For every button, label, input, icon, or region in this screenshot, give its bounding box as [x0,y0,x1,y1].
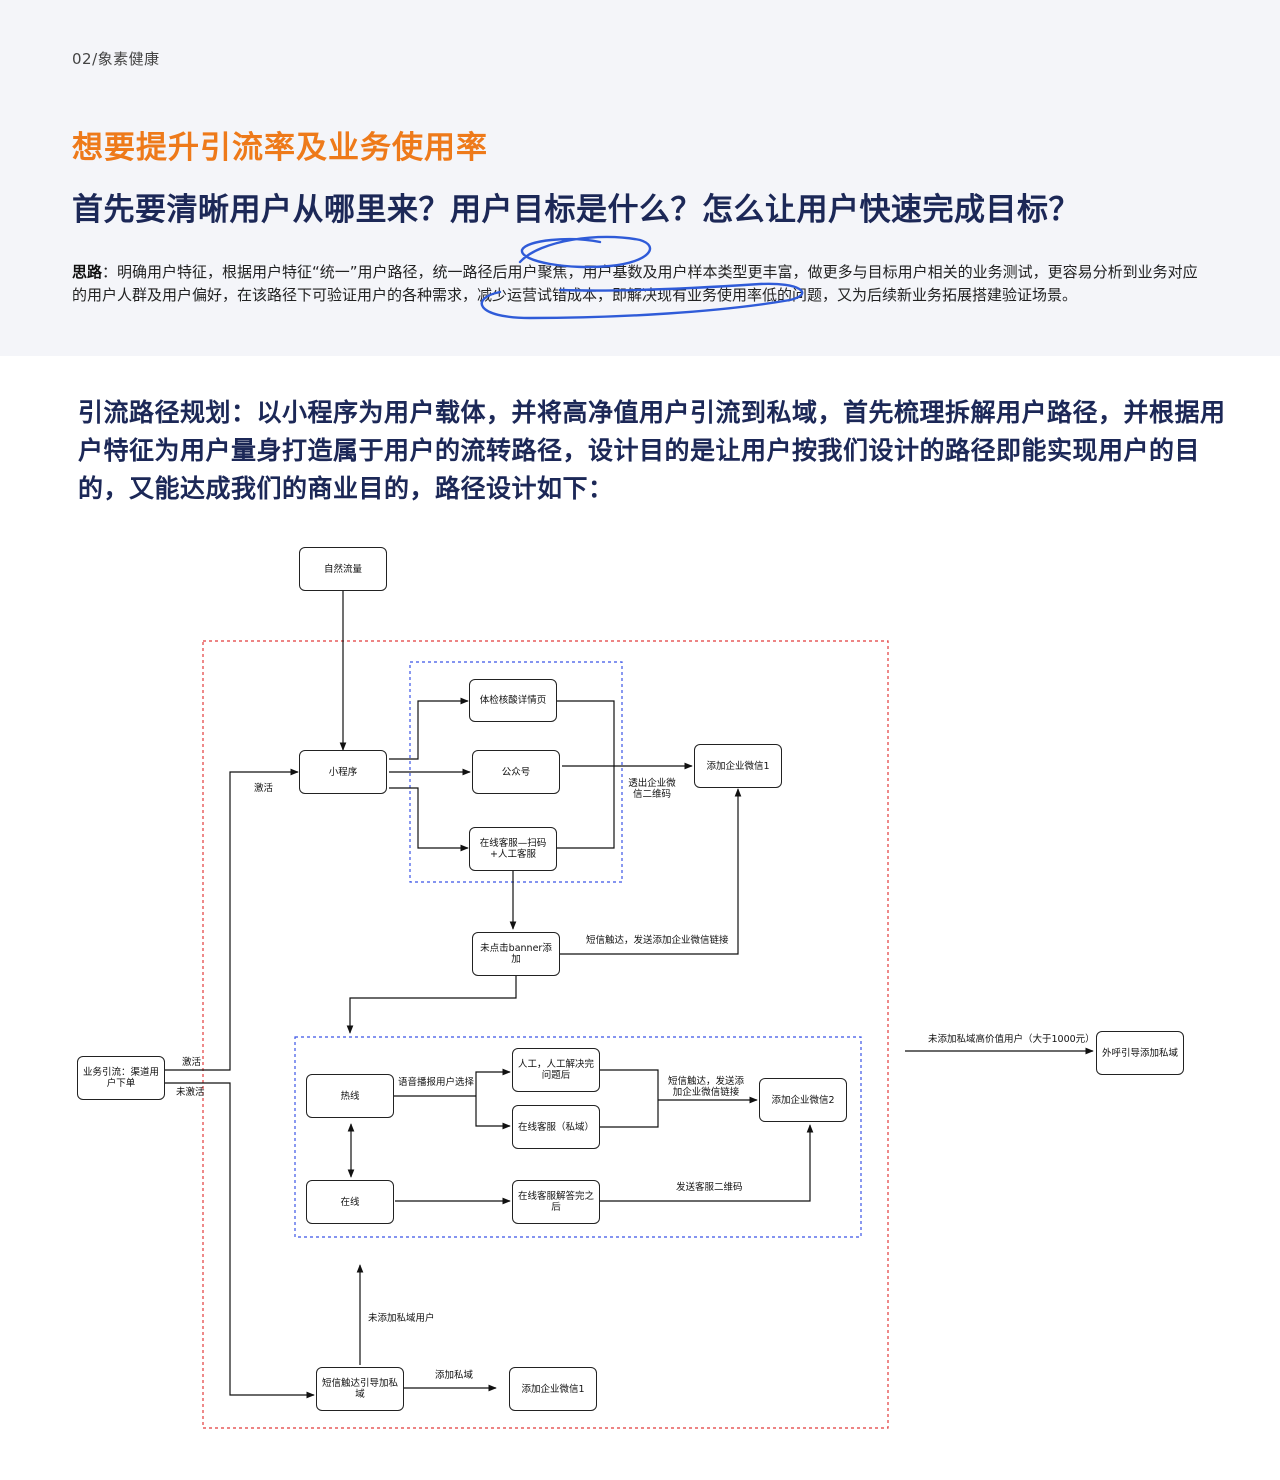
label-not-added-private: 未添加私域用户 [368,1313,435,1324]
node-business-lead: 业务引流：渠道用户下单 [77,1056,165,1100]
node-online-after-answer: 在线客服解答完之后 [512,1180,600,1224]
headline-navy: 首先要清晰用户从哪里来？用户目标是什么？怎么让用户快速完成目标？ [72,192,1080,228]
thought-text: ：明确用户特征，根据用户特征“统一”用户路径，统一路径后用户聚焦，用户基数及用户… [72,263,1198,304]
thought-label: 思路 [72,263,103,281]
node-natural-traffic: 自然流量 [299,547,387,591]
node-manual-resolved: 人工，人工解决完问题后 [512,1048,600,1092]
node-official-account: 公众号 [472,750,560,794]
node-online: 在线 [306,1180,394,1224]
node-mini-program: 小程序 [299,750,387,794]
label-voice-menu: 语音播报用户选择 [398,1077,475,1088]
label-activated-top: 激活 [254,783,274,794]
node-sms-guide-private: 短信触达引导加私域 [316,1367,404,1411]
node-add-wechat-2: 添加企业微信2 [759,1078,847,1122]
label-activated: 激活 [182,1057,202,1068]
headline-orange: 想要提升引流率及业务使用率 [72,130,488,166]
thought-paragraph: 思路：明确用户特征，根据用户特征“统一”用户路径，统一路径后用户聚焦，用户基数及… [72,261,1212,307]
node-hotline: 热线 [306,1074,394,1118]
node-add-wechat-1b: 添加企业微信1 [509,1367,597,1411]
label-show-qr: 透出企业微信二维码 [628,778,676,800]
label-add-private: 添加私域 [435,1370,474,1381]
label-send-qr: 发送客服二维码 [676,1182,743,1193]
node-banner-not-clicked: 未点击banner添加 [472,932,560,976]
breadcrumb: 02/象素健康 [72,50,160,68]
node-outbound-call: 外呼引导添加私域 [1096,1031,1184,1075]
node-add-wechat-1: 添加企业微信1 [694,744,782,788]
label-not-activated: 未激活 [176,1087,205,1098]
label-sms-send-link: 短信触达，发送添加企业微信链接 [586,935,729,946]
inner-frame-bottom [294,1036,862,1238]
label-sms-add-link: 短信触达，发送添加企业微信链接 [667,1076,744,1098]
label-high-value: 未添加私域高价值用户（大于1000元） [928,1034,1095,1045]
node-online-private: 在线客服（私域） [512,1105,600,1149]
plan-paragraph: 引流路径规划：以小程序为用户载体，并将高净值用户引流到私域，首先梳理拆解用户路径… [78,398,1226,503]
outer-frame [202,640,889,1429]
node-online-service: 在线客服—扫码+人工客服 [469,827,557,871]
node-checkup-detail: 体检核酸详情页 [469,679,557,722]
